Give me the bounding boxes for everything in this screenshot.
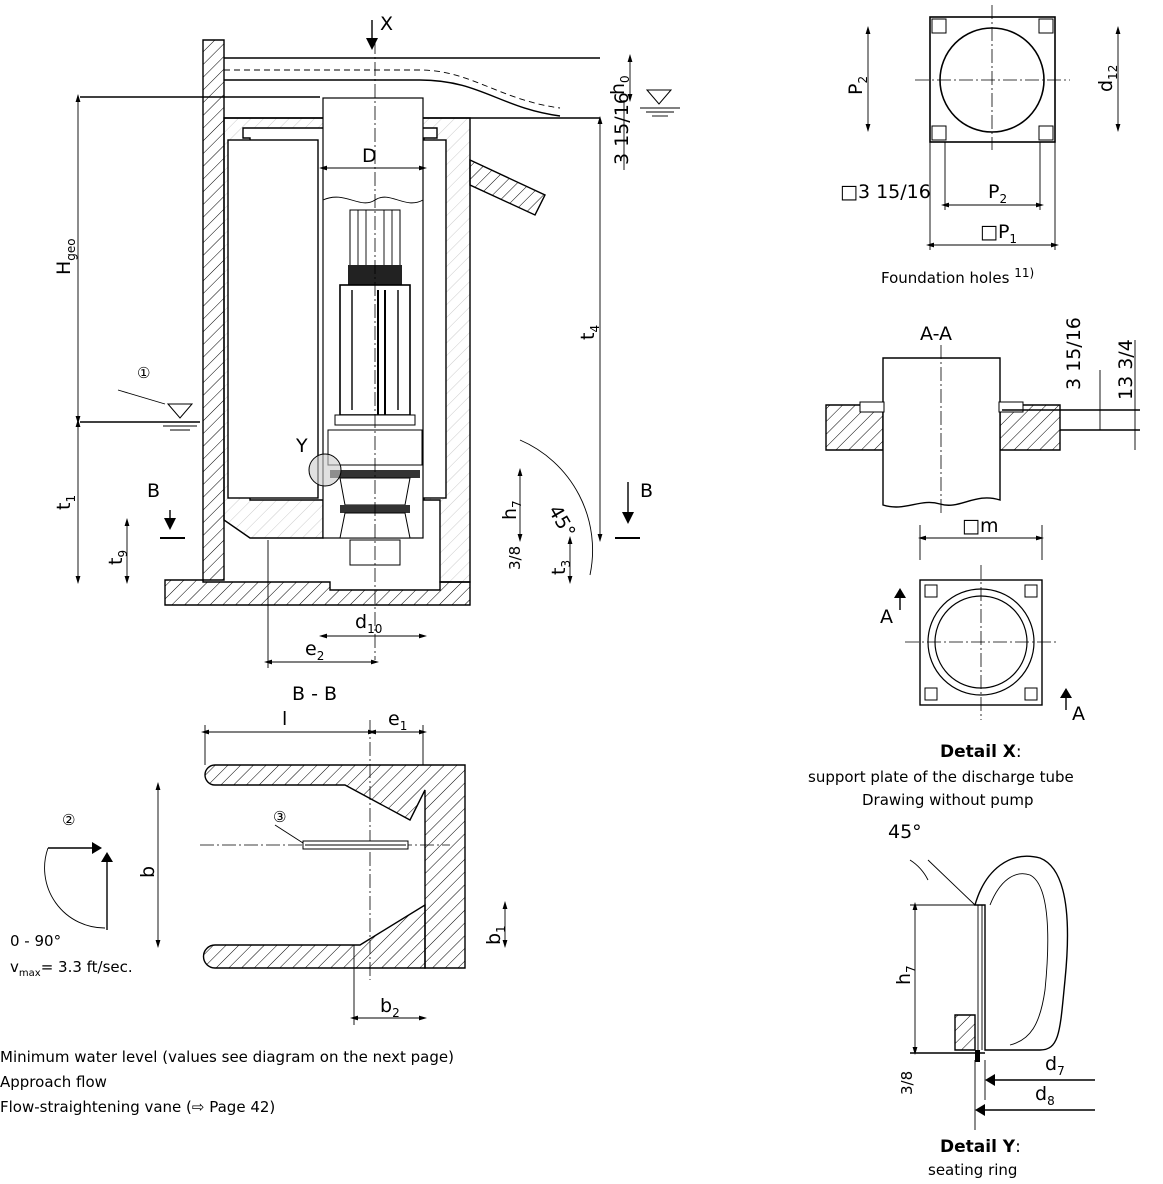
- dim-3-15-16-foundation: □3 15/16: [840, 181, 931, 203]
- angle-45: 45°: [544, 502, 580, 542]
- dim-13-3-4: 13 3/4: [1115, 339, 1137, 400]
- legend-item-2: Approach flow: [0, 1073, 107, 1091]
- dim-b1: b1: [483, 925, 508, 945]
- dim-p2-vertical: P2: [845, 76, 870, 95]
- foundation-holes-view: P2 d12 P2 □3 15/16 □P1 Foundation holes …: [840, 5, 1121, 287]
- section-b-left: B: [147, 480, 160, 502]
- dim-p1: □P1: [980, 221, 1017, 246]
- dim-t9: t9: [105, 550, 130, 565]
- dim-e1: e1: [388, 708, 407, 733]
- approach-flow-symbol: ② 0 - 90° vmax= 3.3 ft/sec.: [10, 811, 133, 979]
- dim-3-8: 3/8: [506, 546, 524, 570]
- detail-y-title: Detail Y:: [940, 1137, 1021, 1157]
- legend-item-1: Minimum water level (values see diagram …: [0, 1048, 454, 1066]
- marker-one: ①: [137, 364, 150, 382]
- section-aa-title: A-A: [920, 323, 952, 345]
- dim-h0: h0: [607, 75, 632, 95]
- dim-t1: t1: [53, 495, 78, 510]
- dim-d7: d7: [1045, 1053, 1065, 1078]
- section-bb-view: B - B l e1 b b1 b2 ③: [137, 683, 508, 1025]
- main-section-view: X: [53, 13, 680, 668]
- dim-h7: h7: [499, 500, 524, 520]
- approach-velocity: vmax= 3.3 ft/sec.: [10, 958, 133, 979]
- detail-x-caption-2: Drawing without pump: [862, 791, 1033, 809]
- dim-d8: d8: [1035, 1083, 1055, 1108]
- legend: Minimum water level (values see diagram …: [0, 1048, 454, 1116]
- dim-b: b: [137, 866, 159, 878]
- dim-t4: t4: [577, 325, 602, 340]
- section-a-left: A: [880, 606, 893, 628]
- dim-D: D: [362, 145, 377, 167]
- detail-x-caption-1: support plate of the discharge tube: [808, 768, 1074, 786]
- dim-3-15-16-top: 3 15/16: [611, 92, 633, 165]
- section-aa-view: A-A 3 15/16 13 3/4: [825, 317, 1140, 515]
- dim-d10: d10: [355, 611, 382, 636]
- dim-h-geo: Hgeo: [53, 238, 78, 275]
- dim-d12: d12: [1095, 65, 1120, 92]
- legend-item-3: Flow-straightening vane (⇨ Page 42): [0, 1098, 275, 1116]
- dim-t3: t3: [548, 560, 573, 575]
- dim-3-15-16-aa: 3 15/16: [1063, 317, 1085, 390]
- section-a-right: A: [1072, 703, 1085, 725]
- detail-y-angle: 45°: [888, 821, 922, 843]
- marker-three: ③: [273, 808, 286, 826]
- section-b-right: B: [640, 480, 653, 502]
- dim-p2-horizontal: P2: [988, 181, 1007, 206]
- dim-e2: e2: [305, 638, 324, 663]
- detail-y-view: 45° h7 3/8 d7 d8 Detail Y: seating ring: [888, 821, 1095, 1179]
- foundation-caption: Foundation holes 11): [881, 266, 1034, 287]
- marker-two: ②: [62, 811, 75, 829]
- approach-angle: 0 - 90°: [10, 932, 61, 950]
- dim-h7-detail: h7: [893, 965, 918, 985]
- submersible-pump: [322, 40, 424, 660]
- section-bb-title: B - B: [292, 683, 337, 705]
- dim-l: l: [282, 708, 287, 730]
- detail-x-title: Detail X:: [940, 742, 1022, 762]
- detail-y-marker: Y: [295, 435, 308, 457]
- dim-b2: b2: [380, 995, 400, 1020]
- dim-m: □m: [962, 515, 998, 537]
- view-x-label: X: [380, 13, 393, 35]
- detail-y-caption: seating ring: [928, 1161, 1017, 1179]
- detail-x-view: □m A A Detail X: support plate of the di…: [808, 515, 1085, 809]
- dim-3-8-detail: 3/8: [898, 1071, 916, 1095]
